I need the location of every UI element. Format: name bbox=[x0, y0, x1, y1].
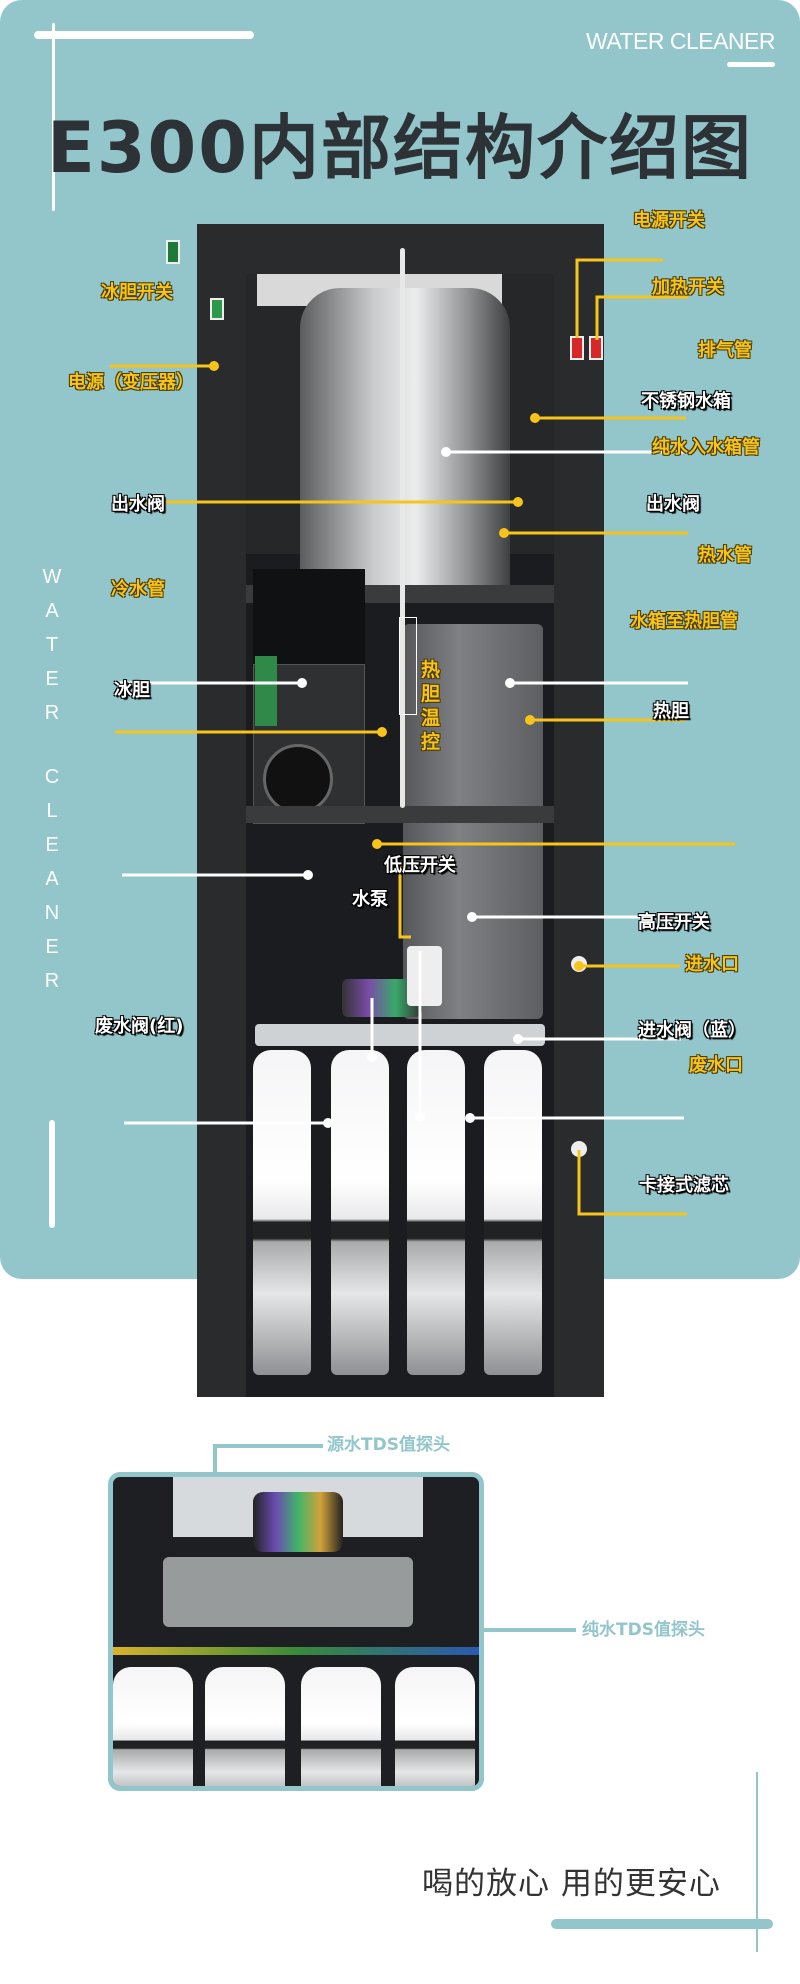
vertical-letter: C bbox=[44, 766, 60, 788]
callout-dot bbox=[377, 727, 387, 737]
label-waste-outlet: 废水口 bbox=[689, 1055, 743, 1076]
vertical-letter: E bbox=[45, 936, 59, 958]
decor-line bbox=[756, 1772, 758, 1952]
steel-tank bbox=[300, 288, 510, 586]
decor-bar bbox=[727, 62, 775, 67]
callout-dot bbox=[499, 528, 509, 538]
label-steel-tank: 不锈钢水箱 bbox=[641, 391, 731, 412]
callout-line bbox=[575, 258, 663, 338]
label-outlet-valve-left: 出水阀 bbox=[111, 494, 165, 515]
callout-line bbox=[595, 295, 688, 340]
machine-photo bbox=[166, 224, 604, 1397]
callout-dot bbox=[574, 961, 584, 971]
callout-dot bbox=[530, 413, 540, 423]
vertical-letter: W bbox=[42, 566, 62, 588]
label-tank-to-hot-pipe: 水箱至热胆管 bbox=[630, 611, 738, 632]
callout-dot bbox=[297, 678, 307, 688]
vertical-letter: L bbox=[46, 800, 58, 822]
page-title: E300内部结构介绍图 bbox=[47, 107, 753, 189]
vertical-letter: E bbox=[45, 834, 59, 856]
label-source-tds-probe: 源水TDS值探头 bbox=[327, 1435, 450, 1455]
label-hot-tank-thermostat: 热胆温控 bbox=[421, 659, 441, 753]
callout-dot bbox=[209, 361, 219, 371]
label-cold-water-pipe: 冷水管 bbox=[111, 579, 165, 600]
decor-bar bbox=[551, 1919, 773, 1929]
label-pure-tds-probe: 纯水TDS值探头 bbox=[582, 1620, 705, 1640]
label-cold-tank: 冰胆 bbox=[114, 680, 150, 701]
label-cold-tank-switch: 冰胆开关 bbox=[101, 282, 173, 303]
callout-dot bbox=[372, 839, 382, 849]
waste-port bbox=[571, 1141, 587, 1157]
callout-dot bbox=[395, 863, 405, 873]
label-vent-pipe: 排气管 bbox=[698, 340, 752, 361]
cold-switch[interactable] bbox=[210, 298, 224, 320]
label-water-inlet: 进水口 bbox=[685, 954, 739, 975]
decor-line bbox=[52, 23, 55, 211]
callout-dot bbox=[323, 1118, 333, 1128]
label-pump: 水泵 bbox=[352, 889, 388, 910]
callout-dot bbox=[303, 870, 313, 880]
slogan: 喝的放心 用的更安心 bbox=[422, 1866, 721, 1902]
callout-dot bbox=[441, 447, 451, 457]
vertical-letter: E bbox=[45, 668, 59, 690]
vertical-letter: N bbox=[44, 902, 60, 924]
vertical-letter: A bbox=[45, 868, 59, 890]
tds-probe-photo bbox=[108, 1472, 484, 1791]
label-outlet-valve-right: 出水阀 bbox=[646, 494, 700, 515]
label-high-pressure-switch: 高压开关 bbox=[638, 912, 710, 933]
high-pressure-switch bbox=[407, 946, 442, 1006]
label-filter: 卡接式滤芯 bbox=[639, 1175, 729, 1196]
callout-dot bbox=[415, 1112, 425, 1122]
decor-bar bbox=[34, 31, 254, 39]
brand-text: WATER CLEANER bbox=[585, 28, 776, 54]
callout-dot bbox=[425, 1411, 435, 1421]
vertical-letter: T bbox=[45, 634, 59, 656]
label-power-transformer: 电源（变压器） bbox=[68, 372, 194, 393]
label-low-pressure-switch: 低压开关 bbox=[384, 855, 456, 876]
label-heat-switch: 加热开关 bbox=[652, 277, 724, 298]
callout-dot bbox=[513, 1034, 523, 1044]
label-power-switch: 电源开关 bbox=[633, 210, 705, 231]
vertical-letter: A bbox=[45, 600, 59, 622]
callout-dot bbox=[513, 497, 523, 507]
callout-dot bbox=[467, 912, 477, 922]
callout-dot bbox=[367, 1052, 377, 1062]
thermostat-box bbox=[399, 617, 417, 715]
callout-line bbox=[577, 1150, 687, 1216]
label-hot-tank: 热胆 bbox=[653, 701, 689, 722]
callout-dot bbox=[505, 678, 515, 688]
label-inlet-valve: 进水阀（蓝） bbox=[638, 1020, 746, 1041]
callout-dot bbox=[465, 1113, 475, 1123]
vertical-letter: R bbox=[44, 970, 60, 992]
callout-line bbox=[398, 868, 411, 939]
label-hot-water-pipe: 热水管 bbox=[698, 545, 752, 566]
label-waste-valve: 废水阀(红) bbox=[95, 1016, 184, 1037]
vertical-letter: R bbox=[44, 702, 60, 724]
callout-dot bbox=[525, 715, 535, 725]
decor-bar bbox=[49, 1120, 55, 1228]
label-pure-water-inlet-pipe: 纯水入水箱管 bbox=[652, 437, 760, 458]
